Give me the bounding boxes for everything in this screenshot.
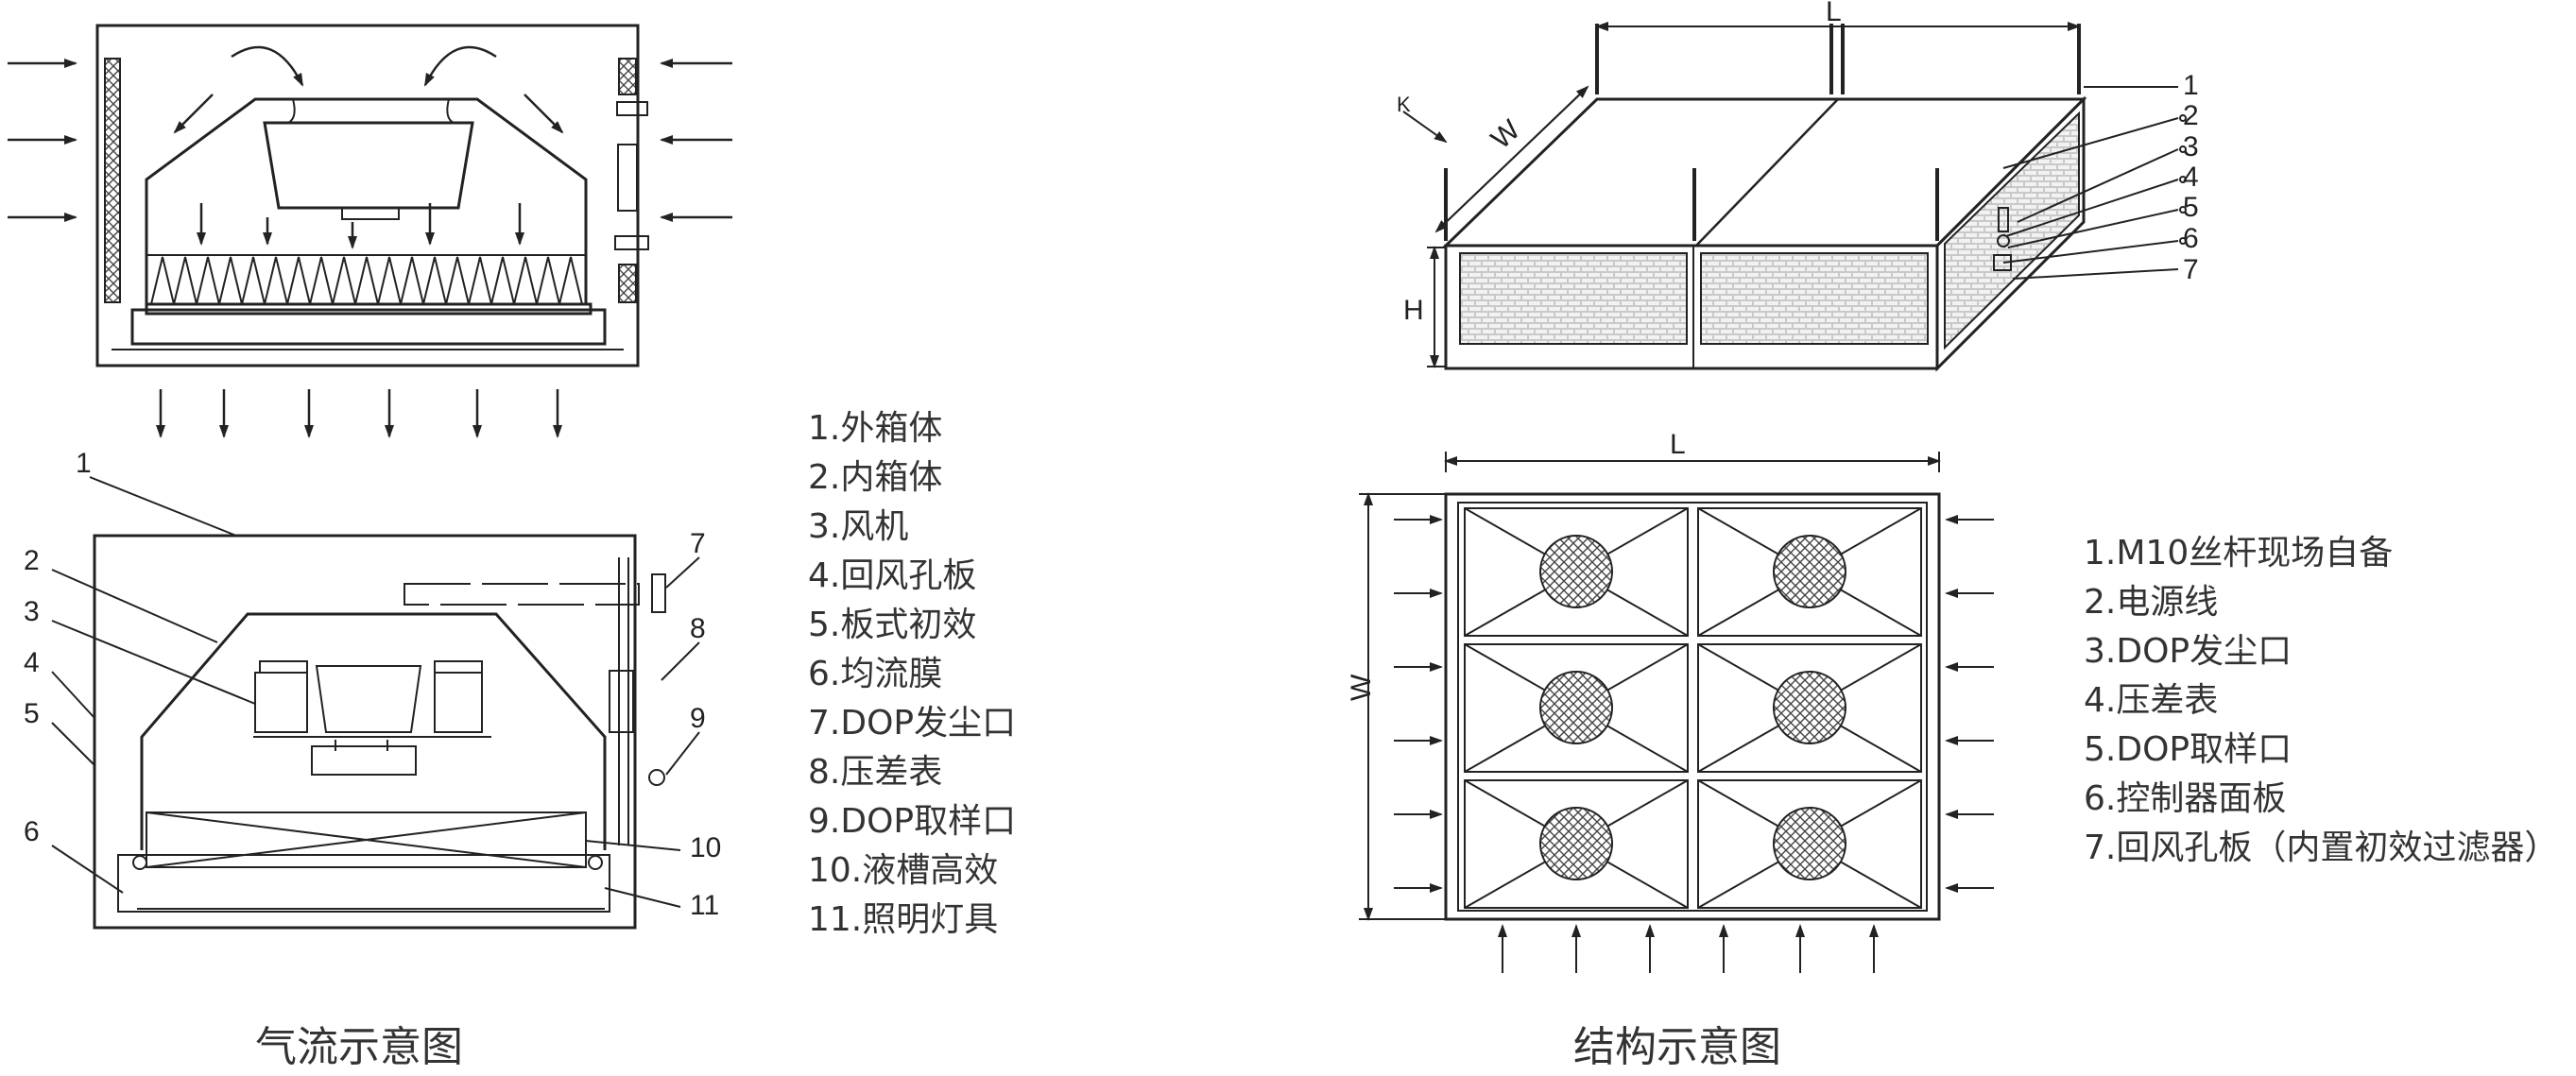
callout-7: 7: [690, 528, 706, 559]
airflow-legend: 1.外箱体 2.内箱体 3.风机 4.回风孔板 5.板式初效 6.均流膜 7.D…: [808, 404, 1016, 945]
airflow-caption: 气流示意图: [255, 1023, 463, 1071]
struct-callout-5: 5: [2183, 192, 2199, 223]
legend-item: 2.内箱体: [808, 458, 943, 497]
legend-item: 1.外箱体: [808, 409, 943, 448]
callout-6: 6: [24, 816, 40, 847]
legend-item: 5.DOP取样口: [2084, 730, 2293, 769]
legend-item: 10.液槽高效: [808, 851, 999, 890]
callout-2: 2: [24, 545, 40, 576]
struct-callout-3: 3: [2183, 131, 2199, 162]
airflow-callouts: 1 2 3 4 5 6 7 8 9 10 11: [24, 448, 721, 921]
structure-3d-diagram: [1402, 22, 2187, 372]
legend-item: 8.压差表: [808, 753, 943, 792]
airflow-section-diagram: [51, 476, 700, 930]
legend-item: 5.板式初效: [808, 606, 977, 644]
dim-width-plan: W: [1346, 674, 1377, 701]
callout-9: 9: [690, 703, 706, 734]
legend-item: 3.DOP发尘口: [2084, 632, 2293, 671]
dim-length-plan: L: [1670, 429, 1686, 460]
dim-width-top: W: [1485, 113, 1527, 155]
struct-callout-4: 4: [2183, 162, 2199, 193]
legend-item: 11.照明灯具: [808, 900, 999, 939]
legend-item: 7.DOP发尘口: [808, 704, 1017, 743]
legend-item: 7.回风孔板（内置初效过滤器）: [2084, 828, 2559, 867]
dim-length-top: L: [1826, 0, 1842, 27]
legend-item: 3.风机: [808, 507, 909, 546]
callout-8: 8: [690, 613, 706, 644]
legend-item: 6.控制器面板: [2084, 779, 2287, 818]
struct-callout-2: 2: [2183, 100, 2199, 131]
callout-11: 11: [690, 890, 719, 921]
legend-item: 4.压差表: [2084, 681, 2219, 720]
callout-10: 10: [690, 832, 721, 863]
structure-caption: 结构示意图: [1573, 1023, 1781, 1071]
structure-plan-diagram: [1359, 452, 1994, 973]
airflow-top-diagram: [8, 24, 732, 438]
legend-item: 4.回风孔板: [808, 556, 977, 595]
struct-callout-6: 6: [2183, 223, 2199, 254]
struct-callout-7: 7: [2183, 254, 2199, 285]
callout-5: 5: [24, 698, 40, 729]
structure-legend: 1.M10丝杆现场自备 2.电源线 3.DOP发尘口 4.压差表 5.DOP取样…: [2084, 529, 2558, 873]
callout-4: 4: [24, 647, 40, 678]
legend-item: 1.M10丝杆现场自备: [2084, 534, 2394, 572]
struct-callout-1: 1: [2183, 70, 2199, 101]
dim-view-k: K: [1397, 93, 1411, 116]
legend-item: 2.电源线: [2084, 583, 2219, 622]
legend-item: 6.均流膜: [808, 655, 943, 693]
callout-3: 3: [24, 596, 40, 627]
structure-plan-labels: L W: [1346, 429, 1686, 701]
callout-1: 1: [76, 448, 92, 479]
dim-height: H: [1403, 295, 1424, 326]
legend-item: 9.DOP取样口: [808, 802, 1017, 841]
